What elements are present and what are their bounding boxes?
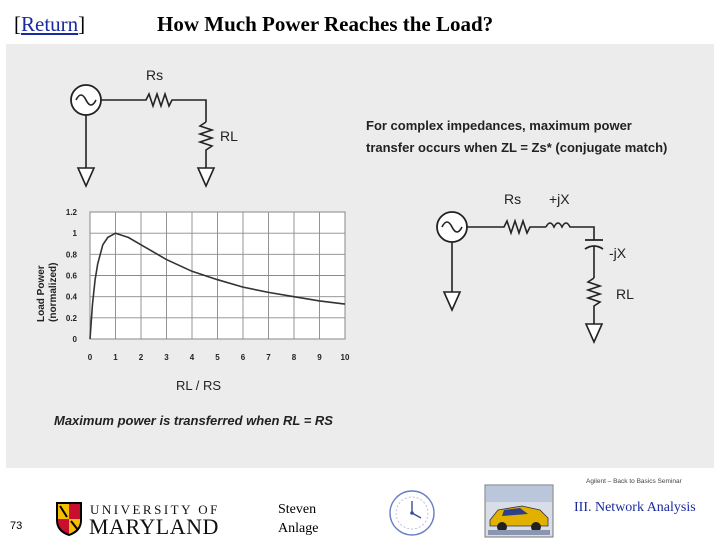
y-tick-label: 0 [73,335,78,344]
source-reactance-label: +jX [549,191,570,207]
return-bracket-right: ] [78,12,86,36]
x-tick-label: 9 [317,353,322,362]
slide-title: How Much Power Reaches the Load? [157,12,494,36]
ground-icon [76,167,96,188]
source-inductor [545,222,595,240]
page-number: 73 [10,520,23,532]
y-tick-label: 1.2 [66,208,78,217]
section-label: III. Network Analysis [574,500,696,515]
chart-caption: Maximum power is transferred when RL = R… [54,413,333,428]
figure-canvas: Rs RL For complex impedances, maximum po… [36,67,667,428]
x-tick-label: 5 [215,353,220,362]
y-axis-label-line-2: (normalized) [48,263,59,322]
seminar-credit: Agilent – Back to Basics Seminar [586,478,682,485]
slide-header: [Return] How Much Power Reaches the Load… [0,0,720,50]
x-tick-label: 8 [292,353,297,362]
y-tick-label: 1 [73,229,78,238]
power-transfer-chart: 0 1 2 3 4 5 6 7 8 9 10 0 0.2 0.4 0.6 0.8 1 1.2 Load Powe… [36,208,350,428]
x-tick-label: 4 [190,353,195,362]
race-car-image [484,484,554,538]
y-tick-label: 0.8 [66,250,78,259]
sine-wave-icon [75,94,97,106]
presenter-last-name: Anlage [278,521,319,536]
circuit-1: Rs RL [70,67,238,188]
return-link[interactable]: [Return] [14,12,85,37]
ground-icon [196,167,216,188]
x-tick-label: 10 [341,353,350,362]
x-tick-label: 2 [139,353,144,362]
y-tick-label: 0.2 [66,314,78,323]
x-tick-label: 3 [164,353,169,362]
load-resistor [585,277,603,324]
x-tick-labels: 0 1 2 3 4 5 6 7 8 9 10 [88,353,350,362]
university-logo: UNIVERSITY OF MARYLAND [52,498,232,539]
y-tick-labels: 0 0.2 0.4 0.6 0.8 1 1.2 [66,208,78,344]
load-power-curve [89,232,346,340]
circuit-2: Rs +jX -jX RL [436,191,634,344]
load-resistor [197,121,215,168]
ground-icon [584,323,604,344]
source-resistor [101,91,207,122]
note-line-2: transfer occurs when ZL = Zs* (conjugate… [366,140,667,155]
clock-logo-icon [386,488,438,538]
university-name-line-1: UNIVERSITY OF [90,502,220,517]
grid-lines [89,211,346,340]
maryland-shield-icon: UNIVERSITY OF MARYLAND [56,502,220,539]
note-line-1: For complex impedances, maximum power [366,118,632,133]
x-axis-label: RL / RS [176,378,221,393]
ground-icon [442,291,462,312]
x-tick-label: 6 [241,353,246,362]
y-axis-label-line-1: Load Power [36,265,47,322]
university-name-line-2: MARYLAND [89,514,219,538]
x-tick-label: 7 [266,353,271,362]
x-tick-label: 1 [113,353,118,362]
slide-footer [0,468,720,540]
load-reactance-label: -jX [609,245,627,261]
return-bracket-left: [ [14,12,21,36]
sine-wave-icon [441,221,463,233]
presenter-name: Steven Anlage [278,500,318,538]
return-link-text[interactable]: Return [21,12,79,36]
content-panel: Rs RL For complex impedances, maximum po… [6,44,714,468]
y-tick-label: 0.4 [66,293,78,302]
source-resistor [467,218,546,236]
source-resistor-label: Rs [504,191,521,207]
x-tick-label: 0 [88,353,93,362]
load-resistor-label: RL [220,128,238,144]
presenter-first-name: Steven [278,502,317,517]
source-resistor-label: Rs [146,67,163,83]
y-tick-label: 0.6 [66,272,78,281]
load-resistor-label: RL [616,286,634,302]
